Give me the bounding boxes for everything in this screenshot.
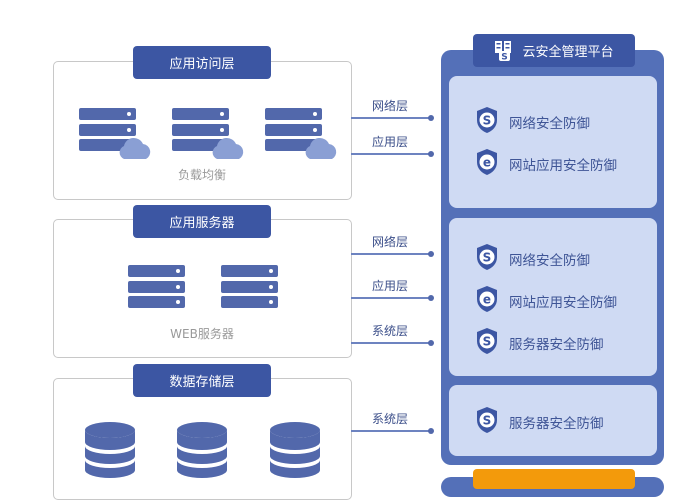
svg-text:e: e [483, 293, 491, 307]
server-icon [221, 265, 278, 312]
security-item: S 网络安全防御 [475, 243, 590, 275]
app-server-box [53, 219, 352, 358]
svg-text:e: e [483, 156, 491, 170]
platform-title-tab: S 云安全管理平台 [473, 34, 635, 67]
security-item: S 网络安全防御 [475, 106, 590, 138]
cloud-icon [209, 136, 247, 160]
security-item-label: 服务器安全防御 [509, 337, 604, 353]
security-item-label: 网络安全防御 [509, 116, 590, 132]
connector-line [351, 251, 434, 257]
connector-label: 系统层 [372, 324, 409, 338]
storage-layer-title: 数据存储层 [133, 364, 271, 397]
database-icon [270, 422, 320, 478]
shield-s-icon: S [475, 327, 499, 359]
security-item-label: 网络安全防御 [509, 253, 590, 269]
shield-s-icon: S [475, 243, 499, 275]
svg-text:S: S [483, 251, 492, 265]
bottom-orange-tab [473, 469, 635, 489]
access-layer-title: 应用访问层 [133, 46, 271, 79]
shield-e-icon: e [475, 285, 499, 317]
load-balance-caption: 负载均衡 [177, 168, 226, 182]
security-item: e 网站应用安全防御 [475, 285, 617, 317]
shield-e-icon: e [475, 148, 499, 180]
svg-text:S: S [483, 114, 492, 128]
connector-label: 应用层 [372, 135, 409, 149]
security-item: S 服务器安全防御 [475, 406, 604, 438]
shield-s-icon: S [475, 106, 499, 138]
security-item: S 服务器安全防御 [475, 327, 604, 359]
server-icon [128, 265, 185, 312]
connector-label: 系统层 [372, 412, 409, 426]
server-icon [172, 108, 229, 155]
connector-line [351, 428, 434, 434]
connector-label: 应用层 [372, 279, 409, 293]
security-item-label: 网站应用安全防御 [509, 295, 617, 311]
connector-line [351, 151, 434, 157]
security-card [449, 76, 657, 208]
server-icon [79, 108, 136, 155]
connector-line [351, 115, 434, 121]
cloud-icon [116, 136, 154, 160]
platform-title: 云安全管理平台 [522, 45, 614, 60]
cloud-icon [302, 136, 340, 160]
svg-text:S: S [483, 414, 492, 428]
database-icon [177, 422, 227, 478]
security-server-icon: S [495, 40, 512, 62]
database-icon [85, 422, 135, 478]
connector-line [351, 340, 434, 346]
connector-line [351, 295, 434, 301]
svg-text:S: S [502, 52, 508, 62]
connector-label: 网络层 [372, 235, 409, 249]
shield-s-icon: S [475, 406, 499, 438]
security-item: e 网站应用安全防御 [475, 148, 617, 180]
connector-label: 网络层 [372, 99, 409, 113]
svg-text:S: S [483, 335, 492, 349]
app-server-title: 应用服务器 [133, 205, 271, 238]
security-item-label: 网站应用安全防御 [509, 158, 617, 174]
web-server-caption: WEB服务器 [170, 327, 234, 341]
security-item-label: 服务器安全防御 [509, 416, 604, 432]
